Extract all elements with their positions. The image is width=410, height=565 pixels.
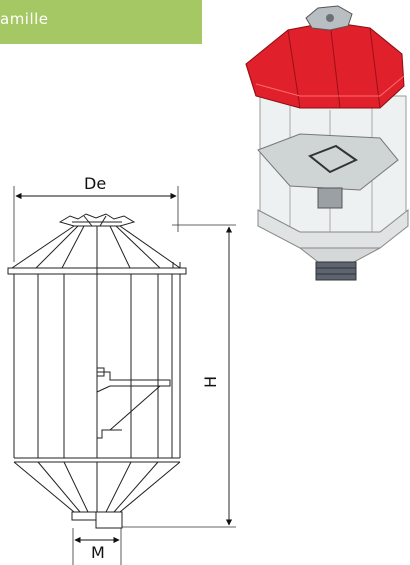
- diameter-dimension: De: [13, 174, 179, 262]
- height-label: H: [201, 376, 220, 388]
- outlet-dimension: M: [72, 528, 122, 565]
- height-dimension: H: [122, 224, 236, 528]
- diameter-label: De: [84, 174, 106, 193]
- header-title: amille: [0, 10, 49, 28]
- header-band: amille: [0, 0, 202, 44]
- silo-elevation: [7, 213, 187, 529]
- silo-3d-render: [245, 5, 409, 281]
- outlet-label: M: [91, 543, 105, 562]
